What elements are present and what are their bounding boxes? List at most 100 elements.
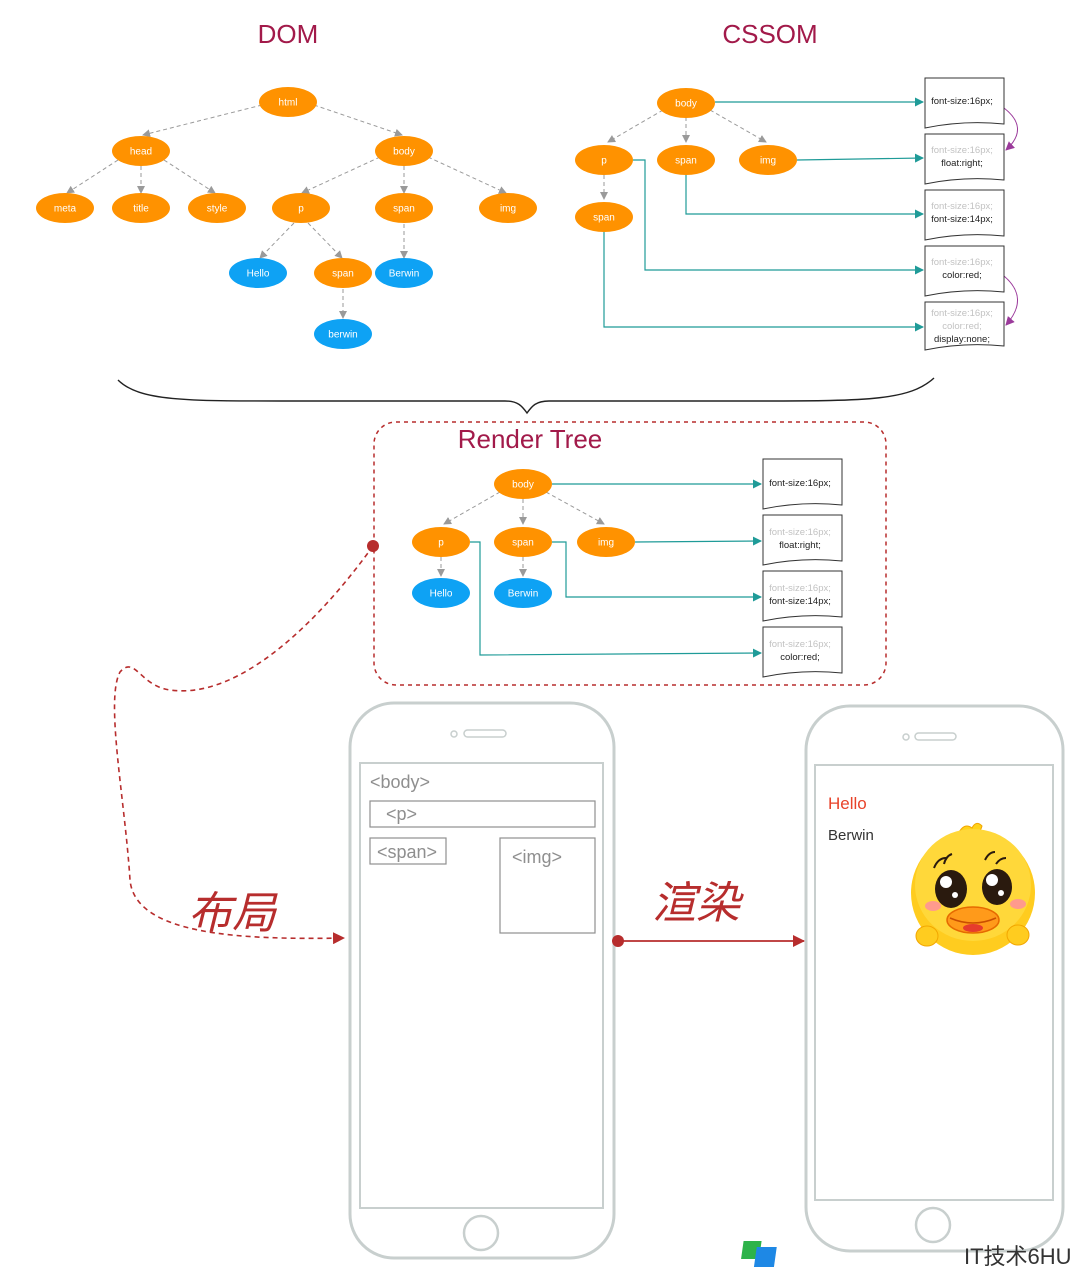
cssom-note: font-size:16px; font-size:14px;: [924, 189, 1005, 241]
svg-text:font-size:16px;: font-size:16px;: [769, 583, 831, 594]
cssom-link-span: [685, 175, 924, 219]
cssom-node-p: p: [575, 145, 633, 175]
dom-node-span: span: [375, 193, 433, 223]
render-node-berwin: Berwin: [494, 578, 552, 608]
render-edge: [443, 491, 501, 525]
render-note: font-size:16px; font-size:14px;: [762, 570, 843, 622]
svg-text:img: img: [500, 204, 516, 215]
inherit-arrow: [1003, 107, 1018, 151]
duck-image: [911, 822, 1035, 955]
layout-dashed-arrow: [113, 545, 374, 945]
cssom-note: font-size:16px; color:red;: [924, 245, 1005, 297]
phone-camera: [902, 733, 910, 741]
cssom-node-span: span: [657, 145, 715, 175]
render-link-p: [470, 541, 762, 658]
layout-phone: <body> <p> <span> <img>: [348, 701, 616, 1260]
svg-text:span: span: [675, 156, 697, 167]
render-node-span: span: [494, 527, 552, 557]
dom-title: DOM: [258, 19, 319, 49]
watermark-text: IT技术6HU: [964, 1244, 1072, 1269]
svg-text:font-size:14px;: font-size:14px;: [931, 214, 993, 225]
dom-node-hello: Hello: [229, 258, 287, 288]
phone-screen: [814, 764, 1054, 1201]
render-edge: [545, 491, 605, 525]
dom-node-meta: meta: [36, 193, 94, 223]
svg-text:font-size:14px;: font-size:14px;: [769, 596, 831, 607]
render-edges: [437, 491, 605, 577]
svg-text:Berwin: Berwin: [389, 269, 420, 280]
svg-text:font-size:16px;: font-size:16px;: [931, 308, 993, 319]
svg-text:Berwin: Berwin: [508, 589, 539, 600]
merge-brace: [117, 377, 935, 415]
svg-text:color:red;: color:red;: [942, 270, 982, 281]
rendered-hello: Hello: [828, 794, 867, 813]
dom-node-style: style: [188, 193, 246, 223]
body-tag: <body>: [370, 772, 430, 792]
dom-node-p: p: [272, 193, 330, 223]
cssom-teal-links: [603, 97, 924, 332]
dom-edge: [259, 222, 295, 259]
dom-edge: [313, 104, 403, 137]
render-link-span: [552, 541, 762, 602]
svg-text:font-size:16px;: font-size:16px;: [769, 478, 831, 489]
svg-text:title: title: [133, 204, 149, 215]
cssom-link-p: [633, 159, 924, 275]
render-node-body: body: [494, 469, 552, 499]
img-tag: <img>: [512, 847, 562, 867]
render-note: font-size:16px; float:right;: [762, 514, 843, 566]
dom-edges: [66, 104, 507, 319]
dom-edge: [163, 159, 216, 194]
svg-text:display:none;: display:none;: [934, 334, 990, 345]
svg-text:p: p: [298, 204, 304, 215]
svg-text:font-size:16px;: font-size:16px;: [769, 639, 831, 650]
svg-text:Hello: Hello: [247, 269, 270, 280]
svg-text:font-size:16px;: font-size:16px;: [931, 257, 993, 268]
cssom-node-body: body: [657, 88, 715, 118]
svg-text:berwin: berwin: [328, 330, 357, 341]
cssom-edges: [600, 109, 767, 200]
render-note: font-size:16px;: [762, 458, 843, 510]
svg-text:span: span: [332, 269, 354, 280]
cssom-note: font-size:16px; float:right;: [924, 133, 1005, 185]
svg-text:color:red;: color:red;: [942, 321, 982, 332]
svg-text:body: body: [512, 480, 534, 491]
svg-text:color:red;: color:red;: [780, 652, 820, 663]
cssom-inheritance-arrows: [1003, 107, 1018, 326]
dom-node-span-inner: span: [314, 258, 372, 288]
phone-home-button: [462, 1214, 500, 1252]
svg-text:font-size:16px;: font-size:16px;: [931, 145, 993, 156]
cssom-note: font-size:16px;: [924, 77, 1005, 129]
render-node-img: img: [577, 527, 635, 557]
cssom-node-span-inner: span: [575, 202, 633, 232]
dom-node-berwin: Berwin: [375, 258, 433, 288]
dom-node-head: head: [112, 136, 170, 166]
svg-text:img: img: [598, 538, 614, 549]
cssom-link-span-inner: [603, 232, 924, 332]
svg-text:font-size:16px;: font-size:16px;: [931, 201, 993, 212]
paint-label: 渲染: [652, 878, 744, 929]
render-link-img: [634, 536, 762, 546]
render-teal-links: [470, 479, 762, 658]
svg-text:span: span: [593, 213, 615, 224]
svg-text:img: img: [760, 156, 776, 167]
dom-node-img: img: [479, 193, 537, 223]
watermark: IT技术6HU: [741, 1241, 1072, 1269]
phone-home-button: [914, 1206, 952, 1244]
render-tree-box: [373, 421, 887, 686]
dom-node-berwin-lower: berwin: [314, 319, 372, 349]
svg-text:p: p: [601, 156, 607, 167]
svg-text:font-size:16px;: font-size:16px;: [931, 96, 993, 107]
p-tag: <p>: [386, 804, 417, 824]
phone-screen: [359, 762, 604, 1209]
svg-text:body: body: [393, 147, 415, 158]
dom-edge: [301, 156, 381, 194]
phone-speaker: [914, 732, 957, 741]
render-tree: body p span img Hello Berwin font-size:1…: [412, 458, 843, 678]
render-node-hello: Hello: [412, 578, 470, 608]
render-note: font-size:16px; color:red;: [762, 626, 843, 678]
svg-text:float:right;: float:right;: [779, 540, 821, 551]
cssom-link-img: [796, 153, 924, 163]
render-tree-title: Render Tree: [458, 424, 603, 454]
dom-edge: [307, 222, 343, 259]
